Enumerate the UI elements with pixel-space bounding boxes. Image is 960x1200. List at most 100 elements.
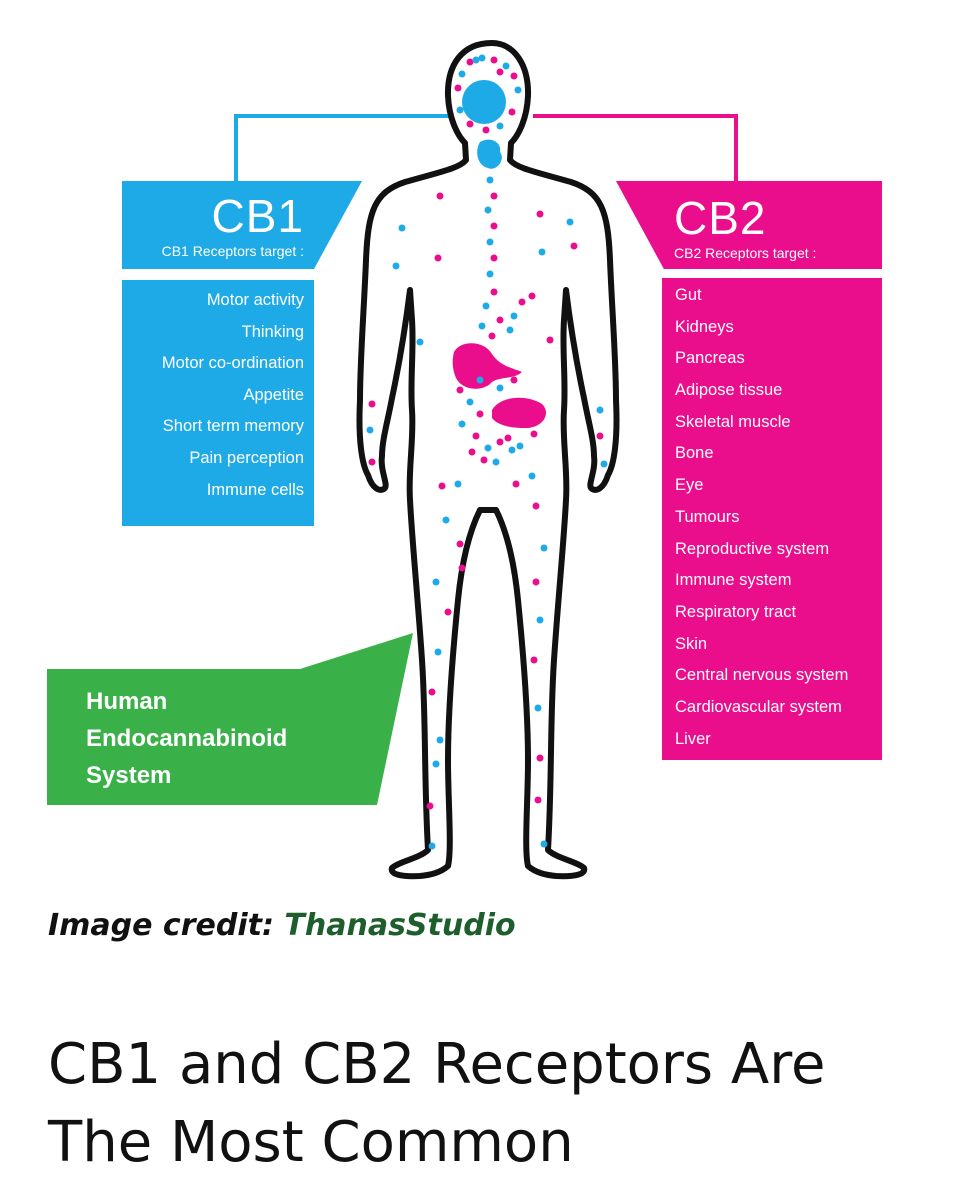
cb1-receptor-dot: [506, 326, 514, 334]
cb1-receptor-dot: [486, 270, 494, 278]
cb1-receptor-dot: [540, 840, 548, 848]
cb2-target-item: Skin: [675, 634, 708, 653]
cb1-receptor-dot: [540, 544, 548, 552]
cb1-receptor-dot: [484, 206, 492, 214]
cb2-receptor-dot: [466, 120, 474, 128]
system-callout-pointer: [300, 633, 413, 805]
cb2-receptor-dot: [428, 688, 436, 696]
cb2-target-item: Skeletal muscle: [675, 412, 791, 431]
cb1-receptor-dot: [514, 86, 522, 94]
credit-source-link[interactable]: ThanasStudio: [284, 908, 516, 943]
cb2-subtitle: CB2 Receptors target :: [674, 245, 817, 261]
cb2-target-item: Immune system: [675, 571, 792, 590]
credit-prefix: Image credit:: [48, 908, 285, 943]
cb2-receptor-dot: [536, 210, 544, 218]
cb2-receptor-dot: [426, 802, 434, 810]
cb2-receptor-dot: [368, 400, 376, 408]
cb2-receptor-dot: [536, 754, 544, 762]
cb1-target-item: Short term memory: [162, 417, 304, 436]
cb1-receptor-dot: [496, 384, 504, 392]
cb2-receptor-dot: [490, 254, 498, 262]
cb2-receptor-dot: [532, 502, 540, 510]
cb1-receptor-dot: [472, 56, 480, 64]
cb1-receptor-dot: [478, 54, 486, 62]
cb2-receptor-dot: [488, 332, 496, 340]
cb2-target-item: Adipose tissue: [675, 381, 783, 400]
cb1-receptor-dot: [492, 458, 500, 466]
cb2-receptor-dot: [434, 254, 442, 262]
cb1-receptor-dot: [536, 616, 544, 624]
article-title: CB1 and CB2 Receptors Are The Most Commo…: [48, 1032, 826, 1175]
cb2-receptor-dot: [368, 458, 376, 466]
cb2-target-item: Pancreas: [675, 349, 745, 368]
cb2-receptor-dot: [570, 242, 578, 250]
endocannabinoid-diagram: CB1 CB1 Receptors target : Motor activit…: [47, 40, 882, 880]
liver-organ-shape: [452, 343, 522, 389]
cb1-receptor-dot: [528, 472, 536, 480]
cb1-receptor-dot: [508, 446, 516, 454]
cb1-subtitle: CB1 Receptors target :: [161, 243, 304, 259]
cb2-receptor-dot: [456, 540, 464, 548]
cb2-receptor-dot: [444, 608, 452, 616]
cb2-receptor-dot: [518, 298, 526, 306]
cb1-receptor-dot: [534, 704, 542, 712]
cb2-receptor-dot: [456, 386, 464, 394]
cb2-receptor-dot: [466, 58, 474, 66]
cb2-receptor-dot: [480, 456, 488, 464]
cb2-target-item: Respiratory tract: [675, 602, 797, 621]
cb2-receptor-dot: [468, 448, 476, 456]
image-credit: Image credit: ThanasStudio: [48, 908, 516, 943]
cb2-receptor-dot: [454, 84, 462, 92]
cb2-receptor-dot: [458, 564, 466, 572]
cb2-target-item: Cardiovascular system: [675, 697, 842, 716]
cb1-receptor-dot: [496, 122, 504, 130]
brain-receptor-cluster: [462, 80, 506, 124]
cb1-receptor-dot: [432, 760, 440, 768]
cb1-target-item: Thinking: [241, 322, 304, 341]
cb2-receptor-dot: [438, 482, 446, 490]
cb1-receptor-dot: [502, 62, 510, 70]
cb1-receptor-dot: [476, 376, 484, 384]
cb1-receptor-dot: [454, 480, 462, 488]
cb2-target-item: Eye: [675, 476, 704, 495]
cb2-receptor-dot: [512, 480, 520, 488]
cb2-target-item: Liver: [675, 729, 711, 748]
cb2-receptor-dot: [490, 56, 498, 64]
cb2-receptor-dot: [534, 796, 542, 804]
cb1-receptor-dot: [538, 248, 546, 256]
cb1-receptor-dot: [486, 176, 494, 184]
cb1-target-item: Motor co-ordination: [161, 354, 304, 373]
cb1-receptor-dot: [510, 312, 518, 320]
cb2-target-item: Kidneys: [675, 317, 734, 336]
cb2-receptor-dot: [476, 410, 484, 418]
cb2-receptor-dot: [530, 430, 538, 438]
cb2-header: CB2 CB2 Receptors target :: [616, 181, 882, 269]
cb2-target-item: Bone: [675, 444, 714, 463]
cb1-receptor-dot: [482, 302, 490, 310]
cb1-receptor-dot: [466, 398, 474, 406]
cb1-receptor-dot: [416, 338, 424, 346]
cb2-title: CB2: [674, 192, 767, 244]
cb1-receptor-dot: [484, 444, 492, 452]
cb1-receptor-dot: [566, 218, 574, 226]
cb1-target-item: Immune cells: [206, 480, 304, 499]
body-diagram-svg: [234, 40, 738, 880]
thyroid-receptor-cluster: [477, 139, 502, 169]
cb1-header: CB1 CB1 Receptors target :: [122, 181, 362, 269]
cb1-receptor-dot: [442, 516, 450, 524]
cb1-target-item: Motor activity: [206, 291, 304, 309]
cb1-receptor-dot: [428, 842, 436, 850]
cb1-target-item: Pain perception: [189, 448, 304, 467]
cb2-receptor-dot: [496, 438, 504, 446]
cb1-connector-line: [234, 114, 452, 181]
cb2-receptor-dot: [482, 126, 490, 134]
cb1-receptor-dot: [458, 70, 466, 78]
cb2-receptor-dot: [508, 108, 516, 116]
cb1-title: CB1: [211, 190, 304, 242]
cb1-receptor-dot: [366, 426, 374, 434]
cb1-receptor-dot: [398, 224, 406, 232]
cb2-connector-line: [533, 114, 738, 181]
cb2-target-item: Tumours: [675, 507, 740, 526]
cb1-receptor-dot: [434, 648, 442, 656]
cb2-receptor-dot: [528, 292, 536, 300]
